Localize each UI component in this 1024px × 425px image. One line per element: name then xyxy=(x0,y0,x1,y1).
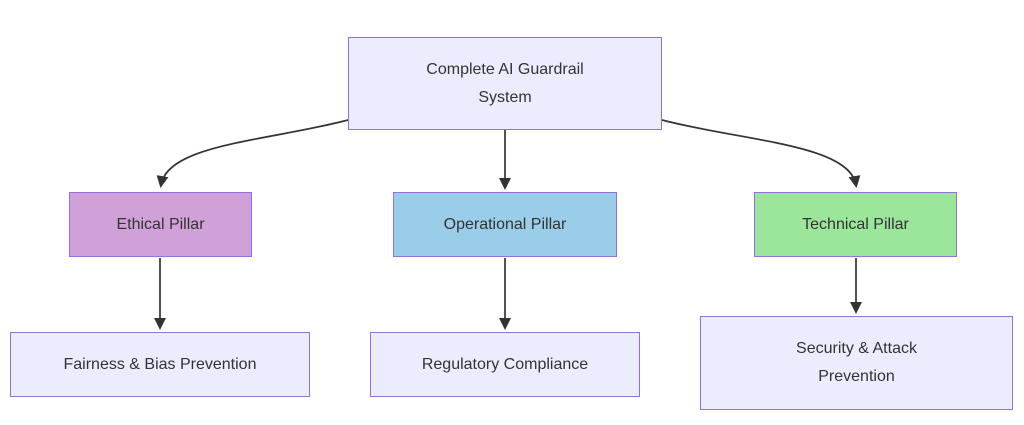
node-label: Security & Attack Prevention xyxy=(796,340,917,385)
node-security-attack-prevention: Security & Attack Prevention xyxy=(700,316,1013,410)
node-ethical-pillar: Ethical Pillar xyxy=(69,192,252,257)
node-label: Ethical Pillar xyxy=(116,215,205,233)
node-label: Technical Pillar xyxy=(802,215,909,233)
node-label: Operational Pillar xyxy=(443,215,567,233)
node-label: Complete AI Guardrail System xyxy=(426,60,584,106)
node-label: Fairness & Bias Prevention xyxy=(63,355,257,373)
node-label: Regulatory Compliance xyxy=(421,355,589,373)
node-technical-pillar: Technical Pillar xyxy=(754,192,957,257)
node-regulatory-compliance: Regulatory Compliance xyxy=(370,332,640,397)
edge-root-to-technical xyxy=(661,119,861,188)
node-operational-pillar: Operational Pillar xyxy=(393,192,617,257)
edge-root-to-ethical xyxy=(156,119,349,188)
node-fairness-bias-prevention: Fairness & Bias Prevention xyxy=(10,332,310,397)
node-complete-ai-guardrail-system: Complete AI Guardrail System xyxy=(348,37,662,130)
